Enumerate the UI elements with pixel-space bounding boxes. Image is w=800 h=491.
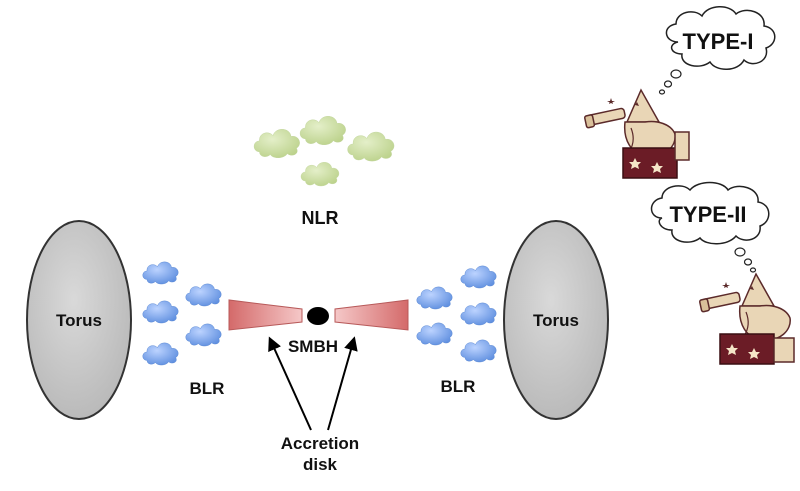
jet-right — [334, 299, 409, 331]
blr-cloud — [460, 265, 497, 289]
astronomer-type1-illustration — [584, 88, 690, 179]
blr-cloud — [416, 286, 453, 310]
type2-thought-bubble: TYPE-II — [650, 181, 770, 273]
accretion-label-line2: disk — [303, 455, 338, 474]
blr-cloud — [460, 339, 497, 363]
blr-cloud — [460, 302, 497, 326]
blr-cloud — [416, 322, 453, 346]
smbh-label: SMBH — [288, 337, 338, 356]
torus-left — [26, 220, 132, 420]
accretion-label-line1: Accretion — [281, 434, 359, 453]
nlr-label: NLR — [302, 208, 339, 228]
type1-thought-bubble: TYPE-I — [658, 6, 776, 95]
type1-label: TYPE-I — [683, 29, 754, 54]
accretion-arrow-right — [327, 336, 358, 431]
nlr-cloud — [253, 128, 301, 159]
blr-cloud — [142, 342, 179, 366]
blr-cloud — [142, 300, 179, 324]
blr-left-label: BLR — [190, 379, 225, 398]
jet-left — [228, 299, 303, 331]
torus-right-label: Torus — [533, 311, 579, 330]
blr-cloud — [185, 283, 222, 307]
blr-cloud — [142, 261, 179, 285]
torus-left-label: Torus — [56, 311, 102, 330]
type2-label: TYPE-II — [669, 202, 746, 227]
nlr-cloud — [347, 131, 395, 162]
blr-right-cloud-group — [416, 265, 497, 363]
smbh-dot — [307, 307, 329, 325]
blr-right-label: BLR — [441, 377, 476, 396]
nlr-cloud-group — [253, 115, 395, 187]
blr-cloud — [185, 323, 222, 347]
nlr-cloud — [299, 115, 347, 146]
torus-right — [503, 220, 609, 420]
blr-left-cloud-group — [142, 261, 222, 366]
astronomer-type2-illustration — [699, 272, 795, 365]
accretion-arrow-left — [268, 336, 312, 431]
nlr-cloud — [300, 161, 340, 187]
